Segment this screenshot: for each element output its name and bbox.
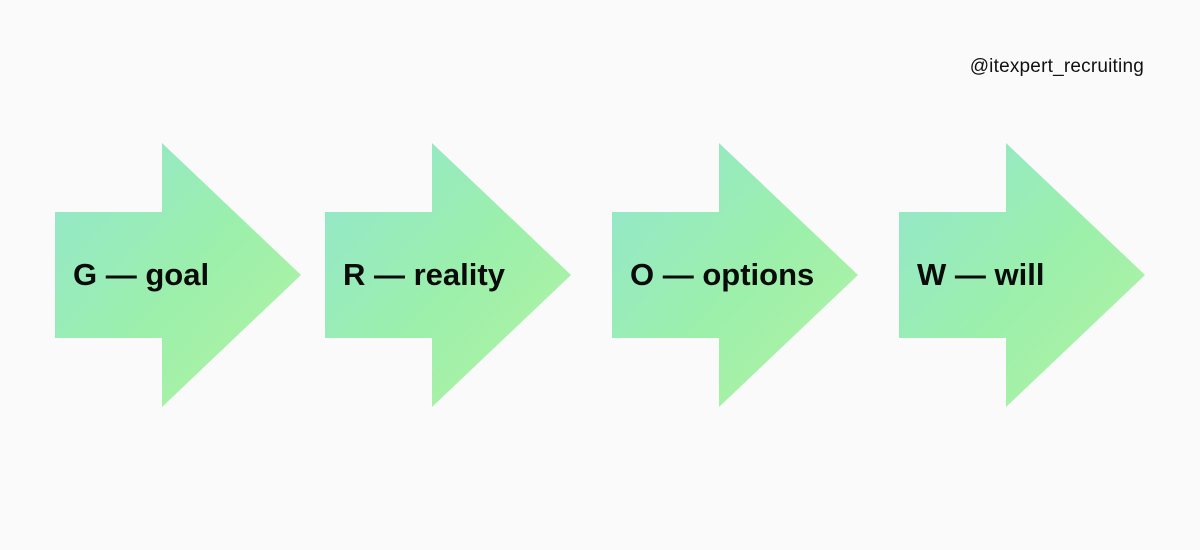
arrow-label: W — will — [917, 257, 1045, 292]
arrow-label: R — reality — [343, 257, 505, 292]
arrow-shape — [612, 143, 858, 407]
arrow-step-options: O — options — [612, 143, 858, 407]
arrow-shape — [899, 143, 1145, 407]
author-handle: @itexpert_recruiting — [969, 56, 1144, 77]
arrow-shape — [55, 143, 301, 407]
arrow-label: O — options — [630, 257, 815, 292]
arrow-step-reality: R — reality — [325, 143, 571, 407]
arrow-shape — [325, 143, 571, 407]
arrow-step-will: W — will — [899, 143, 1145, 407]
arrow-step-goal: G — goal — [55, 143, 301, 407]
arrow-label: G — goal — [73, 257, 210, 292]
